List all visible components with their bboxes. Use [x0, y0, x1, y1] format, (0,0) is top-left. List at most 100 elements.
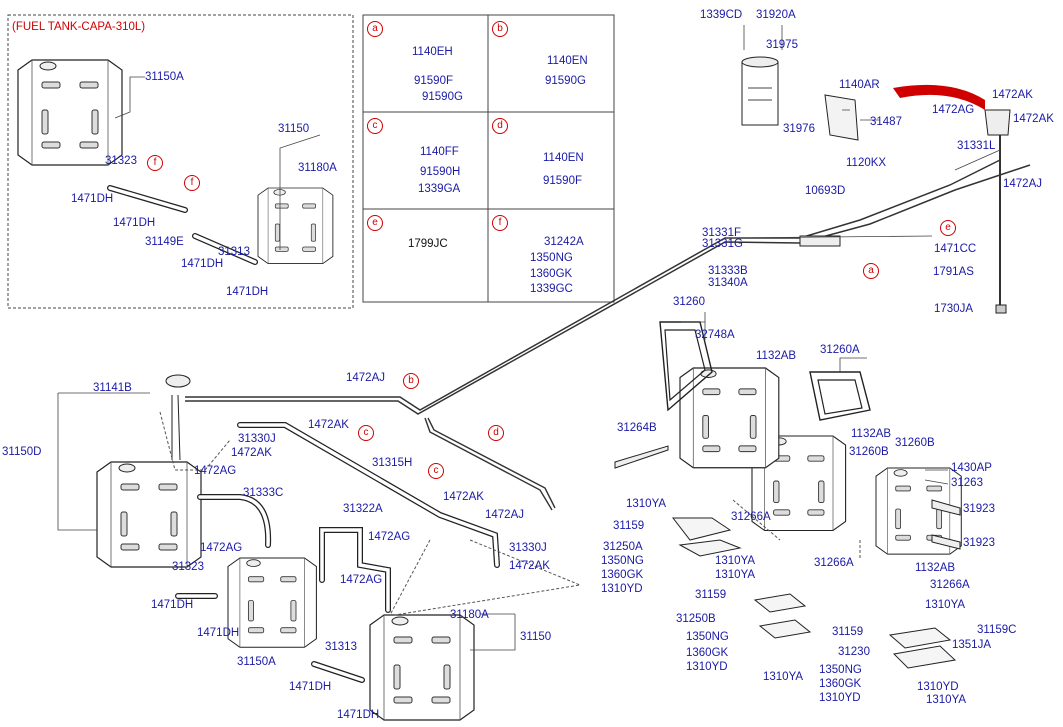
part-label: 31264B [617, 422, 657, 434]
part-label: 1310YD [601, 583, 643, 595]
legend-a-part-3: 91590G [422, 91, 463, 103]
part-label: 31150 [520, 631, 552, 643]
part-label: 1310YD [917, 681, 959, 693]
fuel-tank-31150A-lower [227, 557, 317, 648]
part-label: 1472AK [992, 89, 1033, 101]
part-label: 31260A [820, 344, 860, 356]
part-label: 1471CC [934, 243, 977, 255]
part-label: 1360GK [686, 647, 729, 659]
fuel-tank-right-back [679, 367, 780, 469]
part-label: 1471DH [226, 286, 269, 298]
part-label: 31149E [145, 236, 184, 248]
legend-f-part-3: 1360GK [530, 268, 573, 280]
fuel-tank-31150-lower [369, 614, 475, 721]
part-label: 1351JA [952, 639, 992, 651]
part-label: 1339CD [700, 9, 743, 21]
diagram-title: (FUEL TANK-CAPA-310L) [12, 21, 146, 33]
part-label: 1472AK [231, 447, 272, 459]
part-label: 1430AP [951, 462, 992, 474]
part-label: 31266A [814, 557, 854, 569]
part-label: 31266A [731, 511, 771, 523]
part-label: 31150A [237, 656, 276, 668]
ref-marker-f: f [184, 175, 200, 191]
part-label: 1132AB [756, 350, 797, 362]
part-label: 1471DH [289, 681, 332, 693]
part-label: 31330J [509, 542, 547, 554]
legend-f-part-1: 31242A [544, 236, 584, 248]
part-label: 1471DH [181, 258, 224, 270]
part-label: 31333C [243, 487, 284, 499]
part-label: 1472AG [340, 574, 383, 586]
part-label: 31331G [702, 238, 743, 250]
part-label: 32748A [695, 329, 735, 341]
part-label: 1472AG [932, 104, 975, 116]
part-label: 31487 [870, 116, 902, 128]
part-label: 31230 [838, 646, 870, 658]
part-label: 1472AJ [346, 372, 386, 384]
fuel-tank-31150A [17, 59, 123, 166]
part-label: 1791AS [933, 266, 974, 278]
part-label: 31923 [963, 537, 995, 549]
part-label: 31250A [603, 541, 643, 553]
part-label: 1471DH [337, 709, 380, 721]
part-label: 1310YD [819, 692, 861, 704]
legend-b-part-2: 91590G [545, 75, 586, 87]
part-label: 1360GK [601, 569, 644, 581]
ref-marker-c: c [358, 425, 374, 441]
legend-c-part-2: 91590H [420, 166, 461, 178]
legend-c-part-1: 1140FF [420, 146, 459, 158]
part-label: 1310YD [686, 661, 728, 673]
legend-d-part-2: 91590F [543, 175, 583, 187]
part-label: 31260 [673, 296, 705, 308]
part-label: 31150 [278, 123, 310, 135]
part-label: 1471DH [113, 217, 156, 229]
part-label: 1310YA [626, 498, 667, 510]
legend-d-part-1: 1140EN [543, 152, 584, 164]
ref-marker-a: a [863, 263, 879, 279]
part-label: 1310YA [925, 599, 966, 611]
part-label: 31323 [172, 561, 204, 573]
part-label: 1310YA [715, 555, 756, 567]
part-label: 31150A [145, 71, 184, 83]
part-label: 31260B [849, 446, 889, 458]
legend-marker-b: b [492, 21, 508, 37]
legend-marker-a: a [367, 21, 383, 37]
part-label: 31159 [832, 626, 864, 638]
fuel-tank-31150D [96, 461, 202, 568]
legend-f-part-2: 1350NG [530, 252, 573, 264]
part-label: 31159C [977, 624, 1017, 636]
part-label: 31159 [695, 589, 727, 601]
legend-a-part-1: 1140EH [412, 46, 453, 58]
part-label: 1472AJ [1003, 178, 1043, 190]
part-label: 1132AB [851, 428, 892, 440]
ref-marker-b: b [403, 373, 419, 389]
legend-c-part-3: 1339GA [418, 183, 461, 195]
part-label: 31180A [298, 162, 337, 174]
part-label: 31920A [756, 9, 796, 21]
legend-b-part-1: 1140EN [547, 55, 588, 67]
ref-marker-c: c [428, 463, 444, 479]
legend-marker-c: c [367, 118, 383, 134]
part-label: 1472AG [194, 465, 237, 477]
part-label: 31260B [895, 437, 935, 449]
part-label: 1472AK [509, 560, 550, 572]
part-label: 31975 [766, 39, 798, 51]
part-label: 1350NG [686, 631, 729, 643]
part-label: 31322A [343, 503, 383, 515]
part-label: 1132AB [915, 562, 956, 574]
part-label: 1310YA [926, 694, 967, 706]
part-label: 1472AJ [485, 509, 525, 521]
part-label: 1730JA [934, 303, 974, 315]
part-label: 1350NG [819, 664, 862, 676]
part-label: 1471DH [71, 193, 114, 205]
part-label: 31333B [708, 265, 748, 277]
legend-marker-f: f [492, 215, 508, 231]
part-label: 1472AK [443, 491, 484, 503]
part-label: 1360GK [819, 678, 862, 690]
part-label: 31313 [325, 641, 357, 653]
part-label: 31323 [105, 155, 137, 167]
legend-a-part-2: 91590F [414, 75, 454, 87]
legend-f-part-4: 1339GC [530, 283, 573, 295]
